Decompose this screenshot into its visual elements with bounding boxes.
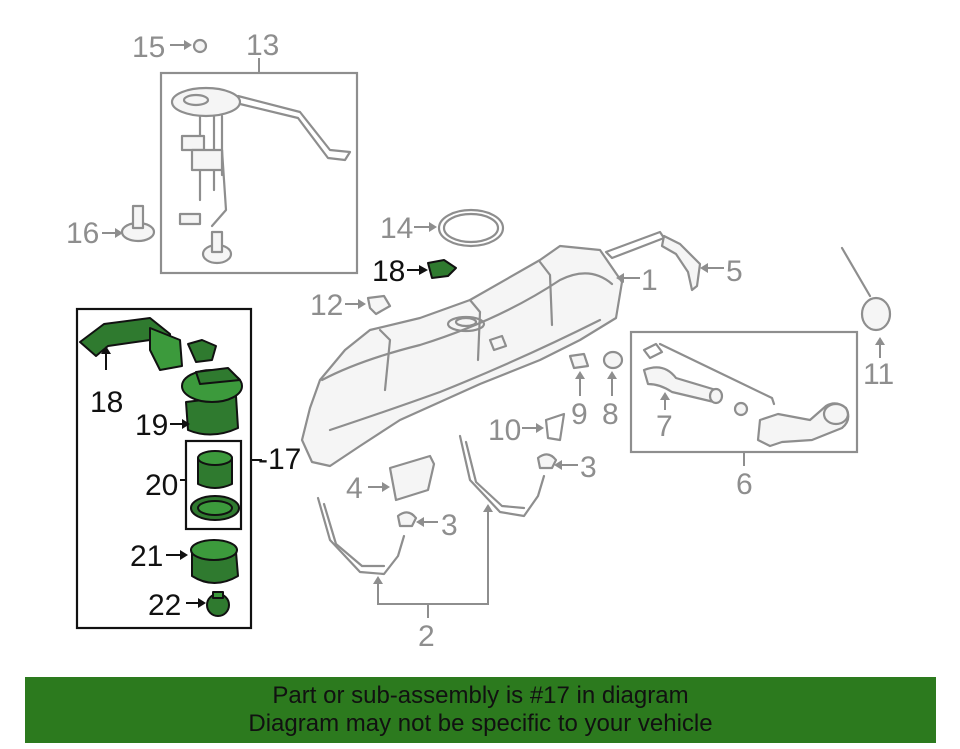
bracket-4-icon [388,454,436,502]
filter-icon [197,457,233,489]
assembly-17-frame [75,307,253,630]
strap-right-icon [458,434,546,518]
callout-17: -17 [258,443,301,476]
grommet-9-icon [568,352,590,370]
strap-left-icon [316,496,406,576]
hose-icon [642,366,718,404]
callout-7: 7 [656,410,673,443]
callout-15: 15 [132,31,165,64]
callout-12: 12 [310,289,343,322]
callout-9: 9 [571,398,588,431]
callout-4: 4 [346,472,363,505]
callout-22: 22 [148,589,181,622]
callout-18-lower: 18 [90,386,123,419]
bracket-10-icon [544,412,566,442]
callout-18-upper: 18 [372,255,405,288]
part-12-group: 12 [310,289,392,322]
clip-icon [366,294,392,316]
screw-icon [192,38,208,54]
part-11-group: 11 [840,246,894,391]
fuel-pump-module-group: 13 [159,29,359,275]
callout-21: 21 [130,540,163,573]
plug-8-icon [602,350,624,370]
part-4-group: 4 [346,454,436,505]
part-16-group: 16 [66,204,156,250]
info-banner: Part or sub-assembly is #17 in diagram D… [25,677,936,743]
callout-3-upper: 3 [580,451,597,484]
banner-line-2: Diagram may not be specific to your vehi… [248,710,713,737]
filter-20-frame [184,439,243,531]
callout-11: 11 [863,358,894,391]
gasket-icon [437,208,505,248]
callout-14: 14 [380,212,413,245]
part-9-group: 9 [568,352,590,431]
callout-1: 1 [641,264,658,297]
callout-5: 5 [726,255,743,288]
assembly-17-group: -17 18 19 20 21 22 [75,307,301,630]
fuel-tank-icon [300,244,624,468]
callout-3-lower: 3 [441,509,458,542]
part-8-group: 8 [602,350,624,431]
callout-10: 10 [488,414,521,447]
gasket-14-group: 14 [380,208,505,248]
callout-13: 13 [246,29,279,62]
part-10-group: 10 [488,412,566,447]
part-3-lower-group: 3 [396,509,458,542]
part-18-upper-group: 18 [372,255,457,288]
callout-20: 20 [145,469,178,502]
callout-16: 16 [66,217,99,250]
filler-cap-icon [860,296,892,332]
insulator-3-upper-icon [536,453,558,470]
part-6-group: 6 7 [629,330,859,501]
callout-8: 8 [602,398,619,431]
fuel-pump-module-drawing [170,86,352,265]
callout-2: 2 [418,620,435,653]
callout-6: 6 [736,468,753,501]
connector-icon [187,339,217,363]
part-5-group: 5 [604,230,743,292]
bracket-icon [427,259,457,279]
part-2-group: 2 [316,434,546,653]
part-3-upper-group: 3 [536,451,597,484]
insulator-3-lower-icon [396,511,418,528]
heat-shield-icon [660,234,702,292]
callout-19: 19 [135,409,168,442]
banner-line-1: Part or sub-assembly is #17 in diagram [272,682,689,709]
screw-15-group: 15 [132,31,208,64]
fuel-pump-icon [185,395,239,436]
fuel-tank-group: 1 [300,244,658,468]
